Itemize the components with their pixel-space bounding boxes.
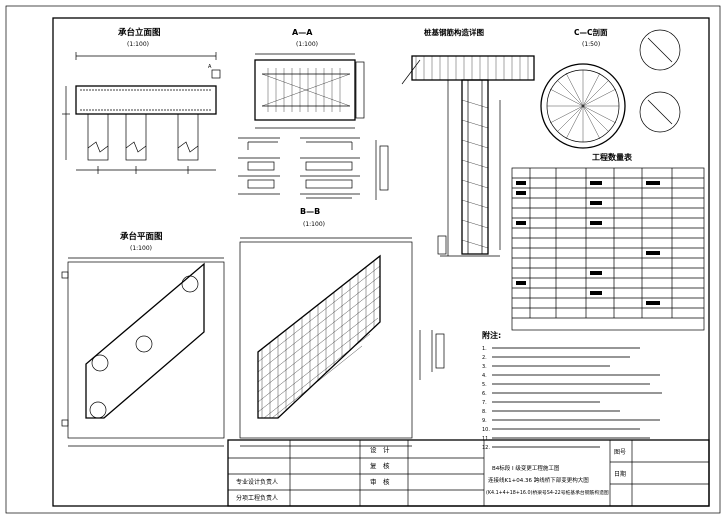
- pile-circle: [89, 401, 107, 419]
- title-label-lead-designer: 专业设计负责人: [236, 478, 278, 486]
- drawing-title-line-2: 连接线K1+04.36 跨线桥下部变更构大图: [488, 476, 589, 484]
- notes-list: 1. 2. 3. 4. 5. 6. 7. 8. 9. 10. 11. 12.: [482, 346, 490, 451]
- pile-detail-title: 桩基钢筋构造详图: [424, 27, 484, 37]
- title-label-section-lead: 分项工程负责人: [236, 494, 278, 502]
- note-item: 3.: [482, 364, 487, 370]
- pile-cap-outline: [85, 262, 205, 419]
- plan-title: 承台平面图: [120, 231, 163, 242]
- title-block: 设 计 复 核 审 核 专业设计负责人 分项工程负责人 B4标段 I 级变更工程…: [227, 439, 710, 507]
- pile-detail-view: 桩基钢筋构造详图: [401, 27, 535, 257]
- section-cc-title: C—C剖面: [574, 27, 608, 37]
- plan-view: 承台平面图 (1:100): [61, 231, 225, 447]
- pile-circle: [91, 354, 109, 372]
- note-item: 7.: [482, 400, 487, 406]
- pile-circle: [135, 335, 153, 353]
- section-bb-scale: (1:100): [303, 221, 325, 228]
- note-item: 8.: [482, 409, 487, 415]
- drawing-title-line-1: B4标段 I 级变更工程施工图: [492, 464, 560, 472]
- section-cc-view: C—C剖面 (1:50): [540, 27, 681, 149]
- elevation-title: 承台立面图: [118, 27, 161, 38]
- rebar-shapes: [238, 137, 389, 200]
- section-aa-scale: (1:100): [296, 41, 318, 48]
- section-bb-view: B—B (1:100): [239, 207, 445, 447]
- note-item: 4.: [482, 373, 487, 379]
- section-aa-title: A—A: [292, 28, 313, 37]
- notes-block: 附注: 1. 2. 3. 4. 5. 6. 7. 8. 9. 10. 11. 1…: [482, 330, 662, 451]
- mesh-outline: [257, 254, 381, 419]
- sheet-date-label: 日期: [614, 470, 626, 478]
- title-label-review: 审 核: [370, 477, 390, 486]
- note-item: 6.: [482, 391, 487, 397]
- plan-scale: (1:100): [130, 245, 152, 252]
- section-cc-scale: (1:50): [582, 41, 600, 48]
- section-bb-title: B—B: [300, 207, 320, 216]
- elevation-scale: (1:100): [127, 41, 149, 48]
- elevation-view: 承台立面图 (1:100) A: [62, 27, 221, 174]
- title-label-design: 设 计: [370, 445, 390, 454]
- note-item: 2.: [482, 355, 487, 361]
- notes-heading: 附注:: [482, 330, 501, 340]
- rebar-mesh: [257, 261, 381, 419]
- pile-circle: [181, 275, 199, 293]
- sheet-no-label: 图号: [614, 449, 626, 456]
- note-item: 11.: [482, 436, 490, 442]
- qty-table-title: 工程数量表: [592, 152, 633, 162]
- quantity-table: 工程数量表: [511, 152, 705, 331]
- note-item: 10.: [482, 427, 490, 433]
- note-item: 9.: [482, 418, 487, 424]
- svg-text:A: A: [208, 64, 212, 70]
- title-label-check: 复 核: [370, 461, 390, 470]
- section-aa-view: A—A (1:100): [254, 28, 365, 129]
- drawing-title-line-3: (K4.1+4+18+16.0)桥梁号S4-22号桩基承台钢筋构造图: [486, 489, 609, 496]
- sheet-outer-border: [5, 5, 721, 514]
- note-item: 12.: [482, 445, 490, 451]
- note-item: 1.: [482, 346, 487, 352]
- note-item: 5.: [482, 382, 487, 388]
